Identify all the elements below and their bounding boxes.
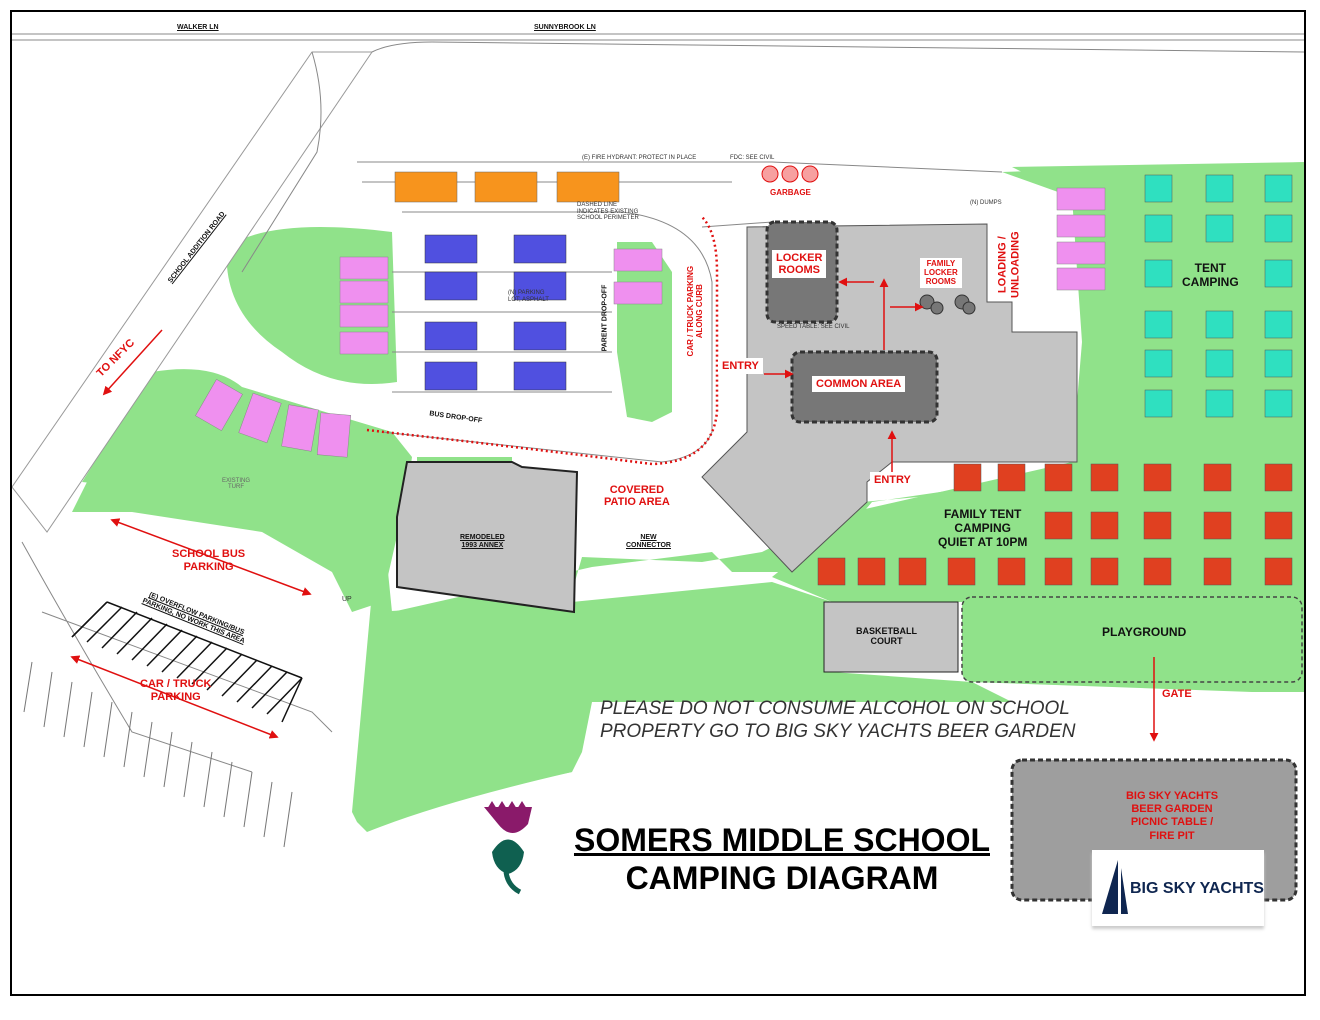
- grass-center-south: [372, 582, 1012, 812]
- common-area-label: COMMON AREA: [812, 376, 906, 393]
- garbage-label: GARBAGE: [770, 188, 811, 197]
- loading-unloading-label: LOADING / UNLOADING: [996, 231, 1022, 298]
- title-line-2: CAMPING DIAGRAM: [625, 859, 939, 896]
- locker-rooms-label: LOCKER ROOMS: [772, 250, 827, 279]
- pink-parking: [195, 187, 1106, 458]
- arrow-icon: [102, 329, 163, 396]
- parking-outlines: [21, 161, 1003, 773]
- alcohol-notice: PLEASE DO NOT CONSUME ALCOHOL ON SCHOOL …: [600, 698, 1076, 742]
- dashed-line-note: DASHED LINE INDICATES EXISTING SCHOOL PE…: [577, 202, 639, 222]
- car-truck-curb-label: CAR / TRUCK PARKING ALONG CURB: [686, 265, 705, 357]
- n-parking-note: (N) PARKING LOT; ASPHALT: [508, 290, 549, 303]
- camping-map: WALKER LN SUNNYBROOK LN SCHOOL ADDITION …: [10, 10, 1306, 996]
- tent-sites: [1144, 174, 1293, 418]
- dumps-note: (N) DUMPS: [970, 200, 1002, 206]
- family-tent-sites: [817, 463, 1293, 586]
- arrow-icon: [70, 655, 279, 739]
- site-plan: [12, 33, 1304, 902]
- thistle-logo-icon: [484, 801, 532, 895]
- page-title: SOMERS MIDDLE SCHOOL CAMPING DIAGRAM: [562, 822, 1002, 898]
- family-tent-camping-label: FAMILY TENT CAMPING QUIET AT 10PM: [938, 507, 1028, 549]
- basketball-court-label: BASKETBALL COURT: [856, 626, 917, 647]
- playground-area: [961, 596, 1303, 683]
- basketball-court: [823, 601, 959, 673]
- arrow-icons: [70, 277, 1159, 742]
- covered-patio-label: COVERED PATIO AREA: [600, 482, 674, 511]
- orange-parking: [394, 171, 620, 203]
- entry-bottom-label: ENTRY: [870, 472, 915, 489]
- speed-table-note: SPEED TABLE: SEE CIVIL: [777, 324, 850, 330]
- beer-garden-label: BIG SKY YACHTS BEER GARDEN PICNIC TABLE …: [1125, 790, 1219, 842]
- fire-hydrant-note: (E) FIRE HYDRANT: PROTECT IN PLACE: [582, 155, 697, 161]
- remodeled-annex-label: REMODELED 1993 ANNEX: [460, 534, 505, 550]
- bus-dropoff-line: [366, 216, 719, 466]
- parent-dropoff-label: PARENT DROP-OFF: [601, 284, 609, 352]
- fdc-note: FDC: SEE CIVIL: [730, 155, 775, 161]
- sunnybrook-ln-label: SUNNYBROOK LN: [534, 24, 596, 31]
- up-label: UP: [342, 596, 352, 603]
- new-connector-label: NEW CONNECTOR: [626, 534, 671, 550]
- existing-turf-note: EXISTING TURF: [222, 478, 251, 490]
- sail-logo-icon: [1102, 860, 1128, 914]
- entry-left-label: ENTRY: [718, 358, 763, 375]
- title-line-1: SOMERS MIDDLE SCHOOL: [573, 822, 990, 858]
- big-sky-yachts-logo: BIG SKY YACHTS: [1092, 850, 1264, 926]
- family-locker-rooms-label: FAMILY LOCKER ROOMS: [920, 258, 962, 289]
- logo-text: BIG SKY YACHTS: [1130, 880, 1264, 897]
- playground-label: PLAYGROUND: [1102, 625, 1187, 639]
- gate-label: GATE: [1162, 688, 1192, 700]
- school-bus-parking-label: SCHOOL BUS PARKING: [172, 548, 246, 573]
- annex-building: [396, 461, 579, 614]
- walker-ln-label: WALKER LN: [177, 24, 219, 31]
- tent-camping-label: TENT CAMPING: [1182, 261, 1239, 290]
- arrow-icon: [110, 518, 312, 596]
- lower-parking-stripes: [23, 661, 293, 848]
- car-truck-parking-label: CAR / TRUCK PARKING: [140, 678, 212, 703]
- blue-parking: [424, 234, 567, 391]
